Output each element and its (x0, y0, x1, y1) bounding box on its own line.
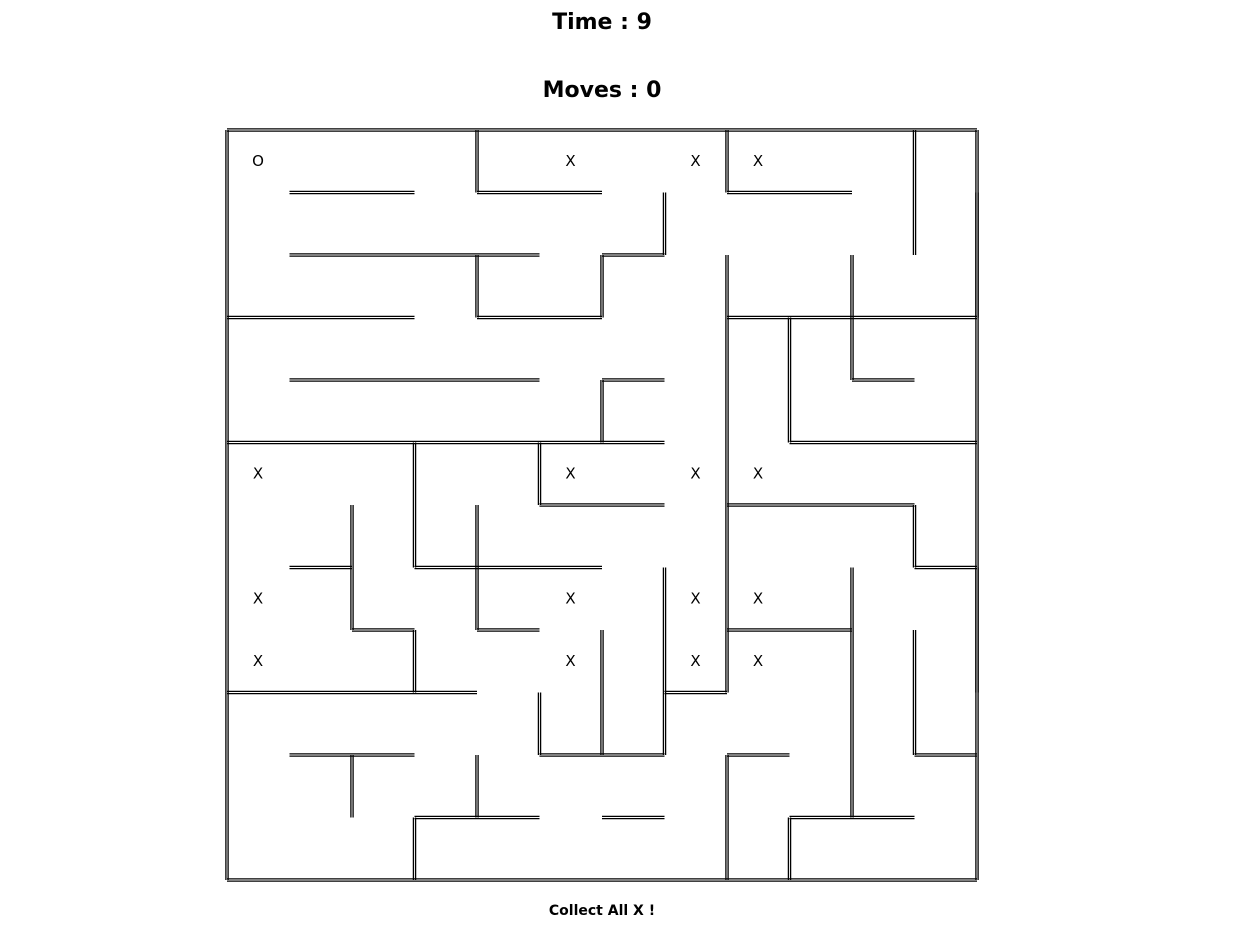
moves-label: Moves : (542, 78, 639, 103)
player-marker: O (252, 152, 264, 170)
collectible-x: X (753, 465, 763, 483)
collectible-x: X (565, 152, 575, 170)
collectible-x: X (565, 652, 575, 670)
collectible-x: X (690, 465, 700, 483)
collectible-x: X (753, 652, 763, 670)
collectible-x: X (253, 590, 263, 608)
time-label: Time : (552, 10, 629, 35)
collectible-x: X (690, 590, 700, 608)
collectible-x: X (753, 590, 763, 608)
collectible-x: X (753, 152, 763, 170)
moves-display: Moves : 0 (0, 78, 1204, 103)
time-value: 9 (636, 10, 652, 35)
time-display: Time : 9 (0, 10, 1204, 35)
instruction-text: Collect All X ! (548, 903, 656, 919)
collectible-x: X (253, 465, 263, 483)
collectible-x: X (565, 590, 575, 608)
moves-value: 0 (646, 78, 662, 103)
collectible-x: X (690, 652, 700, 670)
collectible-x: X (253, 652, 263, 670)
collectible-x: X (690, 152, 700, 170)
collectible-x: X (565, 465, 575, 483)
